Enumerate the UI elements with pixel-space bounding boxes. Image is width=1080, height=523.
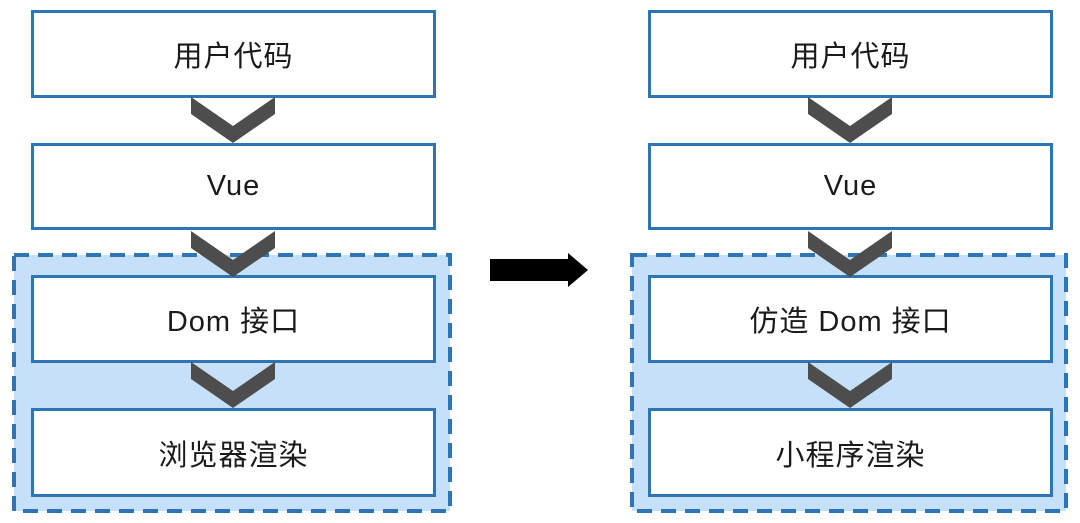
box-label: Vue: [206, 170, 261, 202]
box-label: 小程序渲染: [775, 439, 926, 472]
box-label: 浏览器渲染: [158, 439, 309, 472]
transform-arrow-icon: [490, 253, 588, 287]
box-browser-render-left: 浏览器渲染: [31, 408, 436, 497]
box-user-code-left: 用户代码: [31, 10, 436, 98]
box-vue-left: Vue: [31, 143, 436, 230]
chevron-down-icon: [191, 231, 275, 277]
box-vue-right: Vue: [648, 143, 1053, 230]
box-label: Vue: [823, 170, 878, 202]
box-label: 仿造 Dom 接口: [749, 306, 952, 338]
chevron-down-icon: [191, 97, 275, 143]
chevron-down-icon: [191, 362, 275, 408]
box-label: Dom 接口: [166, 306, 301, 338]
chevron-down-icon: [808, 231, 892, 277]
box-miniprogram-render-right: 小程序渲染: [648, 408, 1053, 497]
box-label: 用户代码: [790, 41, 911, 73]
box-fake-dom-interface-right: 仿造 Dom 接口: [648, 275, 1053, 363]
box-dom-interface-left: Dom 接口: [31, 275, 436, 363]
box-label: 用户代码: [173, 41, 294, 73]
chevron-down-icon: [808, 362, 892, 408]
box-user-code-right: 用户代码: [648, 10, 1053, 98]
chevron-down-icon: [808, 97, 892, 143]
